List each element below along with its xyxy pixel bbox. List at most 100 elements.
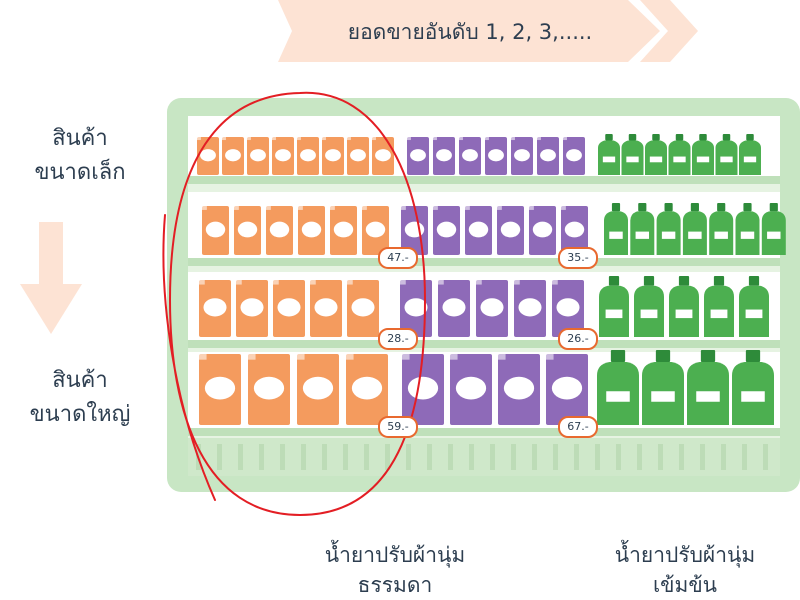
orange-pack-row1-cap [297, 137, 301, 141]
orange-pack-row3-cap [236, 280, 242, 285]
orange-pack-row1-cap [322, 137, 326, 141]
shelf-base-slat [448, 444, 453, 470]
orange-pack-row4-cap [199, 354, 207, 360]
orange-pack-row3-label [351, 298, 375, 317]
green-bottle-row2-label [767, 231, 781, 239]
green-bottle-row1-label [626, 156, 639, 163]
green-bottle-row4-cap [745, 350, 761, 362]
orange-pack-row3 [236, 280, 268, 337]
green-bottle-row1-cap [699, 134, 707, 141]
orange-pack-row4 [346, 354, 388, 425]
green-bottle-row4-label [696, 391, 720, 402]
purple-pack-row3-label [404, 298, 428, 317]
green-bottle-row4-cap [700, 350, 716, 362]
shelf-board-3 [188, 340, 780, 348]
shelf-base-slat [532, 444, 537, 470]
purple-pack-row2-label [468, 221, 489, 238]
shelf-base-slat [553, 444, 558, 470]
green-bottle-row3 [599, 276, 629, 337]
orange-pack-row2 [362, 206, 389, 255]
purple-pack-row2-label [500, 221, 521, 238]
highlight-circle [162, 91, 427, 517]
purple-pack-row1-cap [537, 137, 541, 141]
green-bottle-row1 [692, 134, 714, 175]
orange-pack-row3 [199, 280, 231, 337]
orange-pack-row4 [297, 354, 339, 425]
green-bottle-row2-label [635, 231, 650, 239]
purple-pack-row4-cap [546, 354, 554, 360]
purple-pack-row4-label [503, 376, 535, 400]
shelf-base-slat [658, 444, 663, 470]
green-bottle-row1 [739, 134, 761, 175]
purple-pack-row1 [433, 137, 455, 175]
green-bottle-row4-label [741, 391, 765, 402]
green-bottle-row1-label [602, 156, 616, 163]
orange-pack-row2-cap [330, 206, 335, 210]
green-bottle-row2-cap [611, 203, 621, 212]
green-bottle-row2-cap [743, 203, 752, 212]
orange-pack-row1 [222, 137, 244, 175]
shelf-base-slat [574, 444, 579, 470]
orange-pack-row2-label [365, 221, 386, 238]
shelf-board-2 [188, 258, 780, 266]
shelf-base-slat [490, 444, 495, 470]
green-bottle-row2 [630, 203, 655, 255]
green-bottle-row4-cap [655, 350, 671, 362]
purple-pack-row4 [498, 354, 540, 425]
orange-pack-row4-label [302, 376, 334, 400]
purple-pack-row1-cap [433, 137, 437, 141]
purple-pack-row1 [537, 137, 559, 175]
green-bottle-row1-label [743, 156, 757, 163]
orange-pack-row4 [248, 354, 290, 425]
purple-pack-row3 [552, 280, 584, 337]
purple-pack-row2-cap [561, 206, 566, 210]
price-tag-row3-purple: 26.- [558, 328, 598, 350]
purple-pack-row2 [529, 206, 556, 255]
orange-pack-row1-label [225, 149, 241, 162]
purple-pack-row2-label [404, 221, 425, 238]
shelf-base-slat [616, 444, 621, 470]
green-bottle-row2 [656, 203, 681, 255]
purple-pack-row2 [497, 206, 524, 255]
green-bottle-row2-cap [638, 203, 647, 212]
orange-pack-row3 [273, 280, 305, 337]
green-bottle-row3-cap [608, 276, 620, 286]
purple-pack-row2-label [436, 221, 457, 238]
shelf-base-slat [763, 444, 768, 470]
green-bottle-row1 [621, 134, 644, 175]
green-bottle-row3-label [640, 309, 658, 319]
orange-pack-row3-cap [199, 280, 205, 285]
green-bottle-row1-label [673, 156, 686, 163]
purple-pack-row4-cap [498, 354, 506, 360]
shelf-base-slat [469, 444, 474, 470]
orange-pack-row2-label [301, 221, 322, 238]
green-bottle-row2-label [740, 231, 755, 239]
concentrated-softener-line1: น้ำยาปรับผ้านุ่ม [614, 543, 756, 567]
ranking-banner [278, 0, 698, 62]
orange-pack-row3 [310, 280, 342, 337]
orange-pack-row2-cap [298, 206, 303, 210]
orange-pack-row2 [266, 206, 293, 255]
orange-pack-row1-cap [347, 137, 351, 141]
green-bottle-row4 [732, 350, 774, 425]
purple-pack-row1-label [436, 149, 452, 162]
orange-pack-row1-label [275, 149, 291, 162]
purple-pack-row2-cap [401, 206, 406, 210]
purple-pack-row4 [546, 354, 588, 425]
green-bottle-row3-cap [643, 276, 655, 286]
orange-pack-row4-label [253, 376, 285, 400]
purple-pack-row1 [511, 137, 533, 175]
purple-pack-row3 [476, 280, 508, 337]
orange-pack-row4-label [351, 376, 383, 400]
green-bottle-row2 [709, 203, 734, 255]
orange-pack-row1-cap [372, 137, 376, 141]
green-bottle-row4 [597, 350, 639, 425]
purple-pack-row4 [402, 354, 444, 425]
green-bottle-row2 [761, 203, 786, 255]
purple-pack-row3 [438, 280, 470, 337]
purple-pack-row1-cap [511, 137, 515, 141]
green-bottle-row1 [715, 134, 738, 175]
green-bottle-row3-label [675, 309, 693, 319]
shelf-base-slat [364, 444, 369, 470]
